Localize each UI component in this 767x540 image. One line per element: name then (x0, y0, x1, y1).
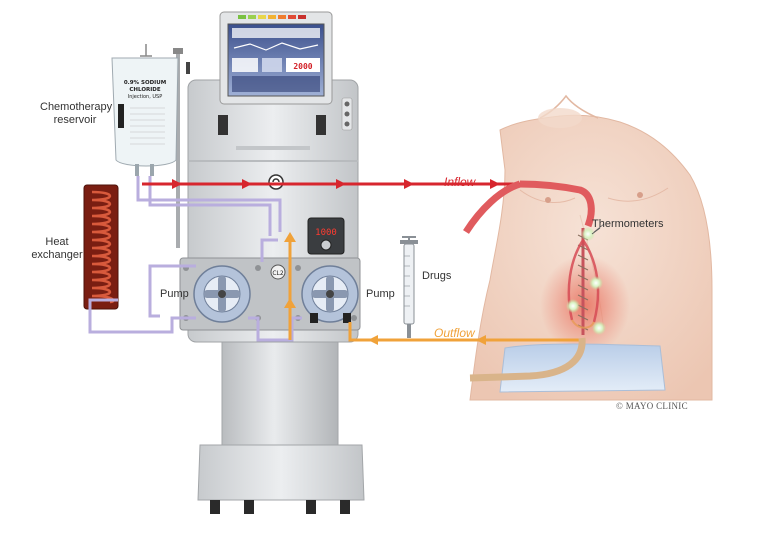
label-pump-left: Pump (160, 288, 189, 300)
patient-torso (469, 94, 713, 401)
panel-readout: 2000 (293, 62, 312, 71)
pump-center-label: CL2 (272, 270, 284, 277)
control-knob[interactable] (320, 239, 332, 251)
copyright-notice: © MAYO CLINIC (616, 401, 688, 411)
label-thermometers: Thermometers (592, 218, 664, 230)
temperature-readout-panel (307, 217, 345, 255)
handle-slot (218, 115, 228, 135)
bag-label-line2: CHLORIDE (129, 87, 160, 93)
caster-wheel (210, 500, 220, 514)
drug-syringe (400, 236, 418, 338)
inflow-arrow (490, 179, 500, 189)
bag-label-line3: Injection, USP (128, 94, 162, 100)
thermometer-probe-2 (589, 276, 603, 290)
inflow-arrow (336, 179, 346, 189)
label-heat-line1: Heat (45, 236, 69, 248)
bag-barcode (118, 104, 124, 128)
handle-slot (316, 115, 326, 135)
inflow-arrow (242, 179, 252, 189)
perfusion-machine: 2000 1000 CL2 (173, 11, 365, 514)
abdomen-heat-glow (540, 255, 630, 355)
label-outflow: Outflow (434, 326, 475, 340)
thermometer-probe-3 (566, 299, 580, 313)
machine-column (221, 339, 339, 446)
drainage-tube (469, 337, 586, 382)
control-button[interactable] (344, 111, 350, 117)
label-reservoir-line2: reservoir (53, 114, 97, 126)
caster-wheel (340, 500, 350, 514)
machine-logo-icon (268, 174, 284, 190)
inflow-tube-branch (463, 180, 522, 234)
nipple-left (545, 197, 551, 203)
outflow-arrow-up (284, 232, 296, 242)
label-heat-line2: exchanger (31, 249, 83, 261)
tube-clamp (343, 313, 351, 323)
outflow-arrow-up (284, 298, 296, 308)
heat-exchanger (83, 184, 119, 310)
power-button[interactable] (344, 101, 350, 107)
iv-pole (176, 48, 180, 248)
label-reservoir-line1: Chemotherapy (40, 101, 113, 113)
label-pump-right: Pump (366, 288, 395, 300)
machine-base (197, 444, 365, 501)
digital-readout: 1000 (315, 228, 337, 238)
label-inflow: Inflow (444, 175, 476, 189)
inflow-arrow (404, 179, 414, 189)
outflow-arrow (368, 335, 378, 345)
thermometer-probe-1 (581, 227, 595, 241)
pump-left (183, 265, 261, 323)
label-drugs: Drugs (422, 270, 452, 282)
circulation-tubing (88, 176, 302, 342)
thermometers-leader (593, 223, 605, 233)
monitor-screen-ui: 2000 (232, 28, 320, 92)
bag-label-line1: 0.9% SODIUM (124, 80, 166, 86)
patient-shorts (499, 343, 666, 393)
thermometer-probe-4 (592, 321, 606, 335)
control-button[interactable] (344, 121, 350, 127)
inflow-tube-to-patient (519, 180, 595, 228)
label-heat-exchanger: Heat exchanger (28, 236, 86, 262)
outflow-arrow (476, 335, 486, 345)
tube-clamp (310, 313, 318, 323)
chemotherapy-bag: 0.9% SODIUM CHLORIDE Injection, USP (111, 44, 179, 176)
caster-wheel (244, 500, 254, 514)
label-chemotherapy-reservoir: Chemotherapy reservoir (40, 101, 113, 127)
caster-wheel (306, 500, 316, 514)
status-led-bar (238, 15, 306, 19)
nipple-right (637, 192, 643, 198)
inflow-arrow (172, 179, 182, 189)
pump-right (295, 265, 359, 323)
outflow-line (288, 236, 584, 342)
